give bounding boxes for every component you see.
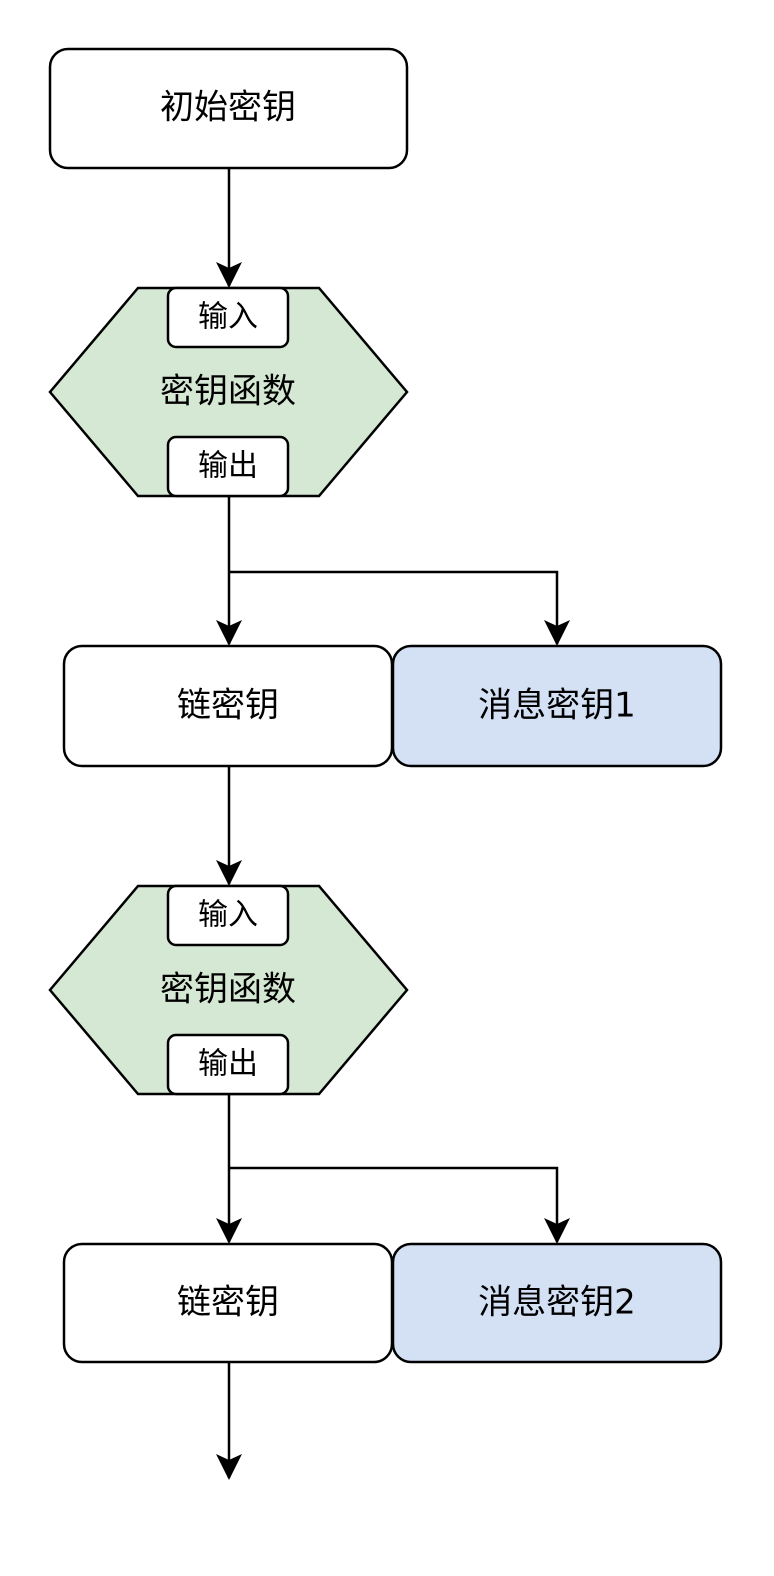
- kdf1-input-port: 输入: [166, 286, 290, 349]
- key-function-node-1: 密钥函数 输入 输出: [48, 286, 409, 498]
- kdf1-output-label: 输出: [198, 449, 258, 484]
- kdf1-output-port: 输出: [166, 435, 290, 498]
- message-key-label-2: 消息密钥2: [478, 1283, 636, 1323]
- initial-key-label: 初始密钥: [160, 88, 296, 128]
- arrowhead-chain2: [216, 1218, 242, 1244]
- arrowhead-message2: [544, 1218, 570, 1244]
- arrowhead-chain1: [216, 620, 242, 646]
- chain-key-node-2: 链密钥: [62, 1242, 394, 1364]
- key-function-label-2: 密钥函数: [160, 970, 296, 1010]
- chain-key-label-1: 链密钥: [177, 686, 279, 726]
- message-key-node-1: 消息密钥1: [391, 644, 723, 768]
- edge-kdf1-to-message1: [229, 570, 559, 644]
- key-function-node-2: 密钥函数 输入 输出: [48, 884, 409, 1096]
- kdf2-input-label: 输入: [198, 898, 258, 933]
- kdf2-output-label: 输出: [198, 1047, 258, 1082]
- arrowheads: [216, 262, 570, 1480]
- key-function-label-1: 密钥函数: [160, 372, 296, 412]
- message-key-label-1: 消息密钥1: [478, 686, 636, 726]
- arrowhead-kdf2: [216, 860, 242, 886]
- kdf2-input-port: 输入: [166, 884, 290, 947]
- chain-key-node-1: 链密钥: [62, 644, 394, 768]
- arrowhead-continue: [216, 1454, 242, 1480]
- message-key-node-2: 消息密钥2: [391, 1242, 723, 1364]
- chain-key-label-2: 链密钥: [177, 1283, 279, 1323]
- arrowhead-kdf1: [216, 262, 242, 288]
- edges: [227, 168, 559, 1478]
- kdf2-output-port: 输出: [166, 1033, 290, 1096]
- initial-key-node: 初始密钥: [48, 47, 409, 170]
- edge-kdf2-to-message2: [229, 1166, 559, 1242]
- arrowhead-message1: [544, 620, 570, 646]
- kdf1-input-label: 输入: [198, 300, 258, 335]
